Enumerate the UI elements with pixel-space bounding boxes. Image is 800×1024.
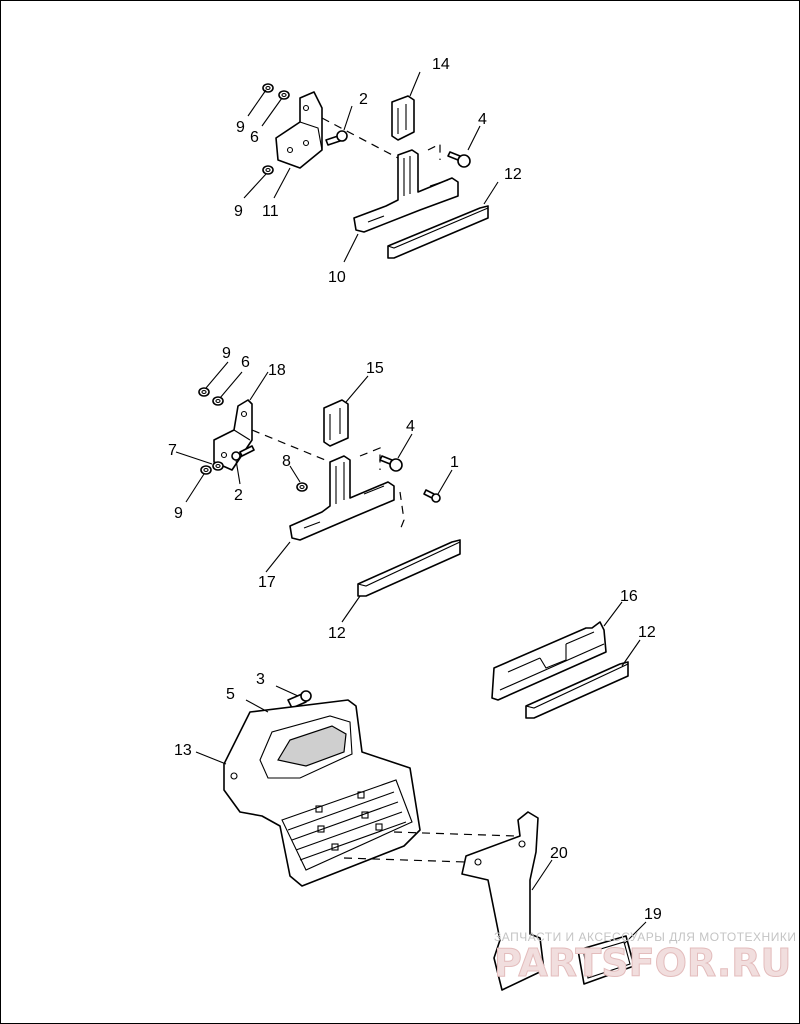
part-15-clip xyxy=(323,399,349,447)
callout-13: 13 xyxy=(174,742,192,759)
callout-labels: 9 6 2 14 4 9 11 12 10 9 6 18 15 4 7 8 1 … xyxy=(168,56,662,923)
callout-9: 9 xyxy=(236,119,245,136)
part-6-washer-upper xyxy=(278,90,290,100)
callout-20: 20 xyxy=(550,845,568,862)
watermark-caption: ЗАПЧАСТИ И АКСЕССУАРЫ ДЛЯ МОТОТЕХНИКИ xyxy=(494,930,796,944)
part-14-clip xyxy=(391,95,415,141)
callout-12: 12 xyxy=(328,625,346,642)
callout-10: 10 xyxy=(328,269,346,286)
part-4-bolt-mid xyxy=(379,455,403,472)
part-16-bracket xyxy=(491,621,607,701)
part-11-bracket xyxy=(275,91,323,169)
callout-2: 2 xyxy=(359,91,368,108)
callout-14: 14 xyxy=(432,56,450,73)
callout-15: 15 xyxy=(366,360,384,377)
callout-3: 3 xyxy=(256,671,265,688)
callout-4: 4 xyxy=(406,418,415,435)
callout-6: 6 xyxy=(241,354,250,371)
callout-1: 1 xyxy=(450,454,459,471)
callout-7: 7 xyxy=(168,442,177,459)
watermark-brand: PARTSFOR.RU xyxy=(494,941,791,985)
leader-lines xyxy=(175,71,647,945)
part-1-screw xyxy=(423,489,441,503)
callout-12: 12 xyxy=(504,166,522,183)
part-10-bracket-plate xyxy=(353,149,459,233)
part-13-housing xyxy=(223,699,421,887)
part-19-reflector xyxy=(577,935,635,985)
callout-5: 5 xyxy=(226,686,235,703)
part-9-nut-mid-upper xyxy=(198,387,210,397)
part-20-plate-bracket xyxy=(461,811,545,991)
callout-9: 9 xyxy=(174,505,183,522)
part-9-nut-mid-lower xyxy=(200,465,212,475)
callout-12: 12 xyxy=(638,624,656,641)
part-8-nut xyxy=(296,482,308,492)
assembly-group-top xyxy=(262,83,489,259)
part-2-bolt-top xyxy=(325,130,348,146)
callout-4: 4 xyxy=(478,111,487,128)
callout-2: 2 xyxy=(234,487,243,504)
watermark: ЗАПЧАСТИ И АКСЕССУАРЫ ДЛЯ МОТОТЕХНИКИ PA… xyxy=(494,930,796,986)
callout-18: 18 xyxy=(268,362,286,379)
part-9-nut-lower xyxy=(262,165,274,175)
callout-8: 8 xyxy=(282,453,291,470)
part-6-washer-mid xyxy=(212,396,224,406)
callout-6: 6 xyxy=(250,129,259,146)
part-9-nut-upper xyxy=(262,83,274,93)
part-7-washer xyxy=(212,461,224,471)
callout-16: 16 xyxy=(620,588,638,605)
callout-9: 9 xyxy=(234,203,243,220)
callout-19: 19 xyxy=(644,906,662,923)
part-12-strip-bottom xyxy=(525,661,629,719)
callout-9: 9 xyxy=(222,345,231,362)
part-2-bolt-mid xyxy=(231,445,255,461)
part-17-bracket-plate xyxy=(289,455,395,541)
part-12-strip-top xyxy=(387,205,489,259)
callout-17: 17 xyxy=(258,574,276,591)
part-4-bolt-top xyxy=(447,151,471,168)
assembly-group-middle xyxy=(198,387,461,597)
callout-11: 11 xyxy=(262,203,279,220)
assembly-group-bottom xyxy=(223,621,635,991)
part-12-strip-mid xyxy=(357,539,461,597)
part-3-screw xyxy=(287,690,312,709)
